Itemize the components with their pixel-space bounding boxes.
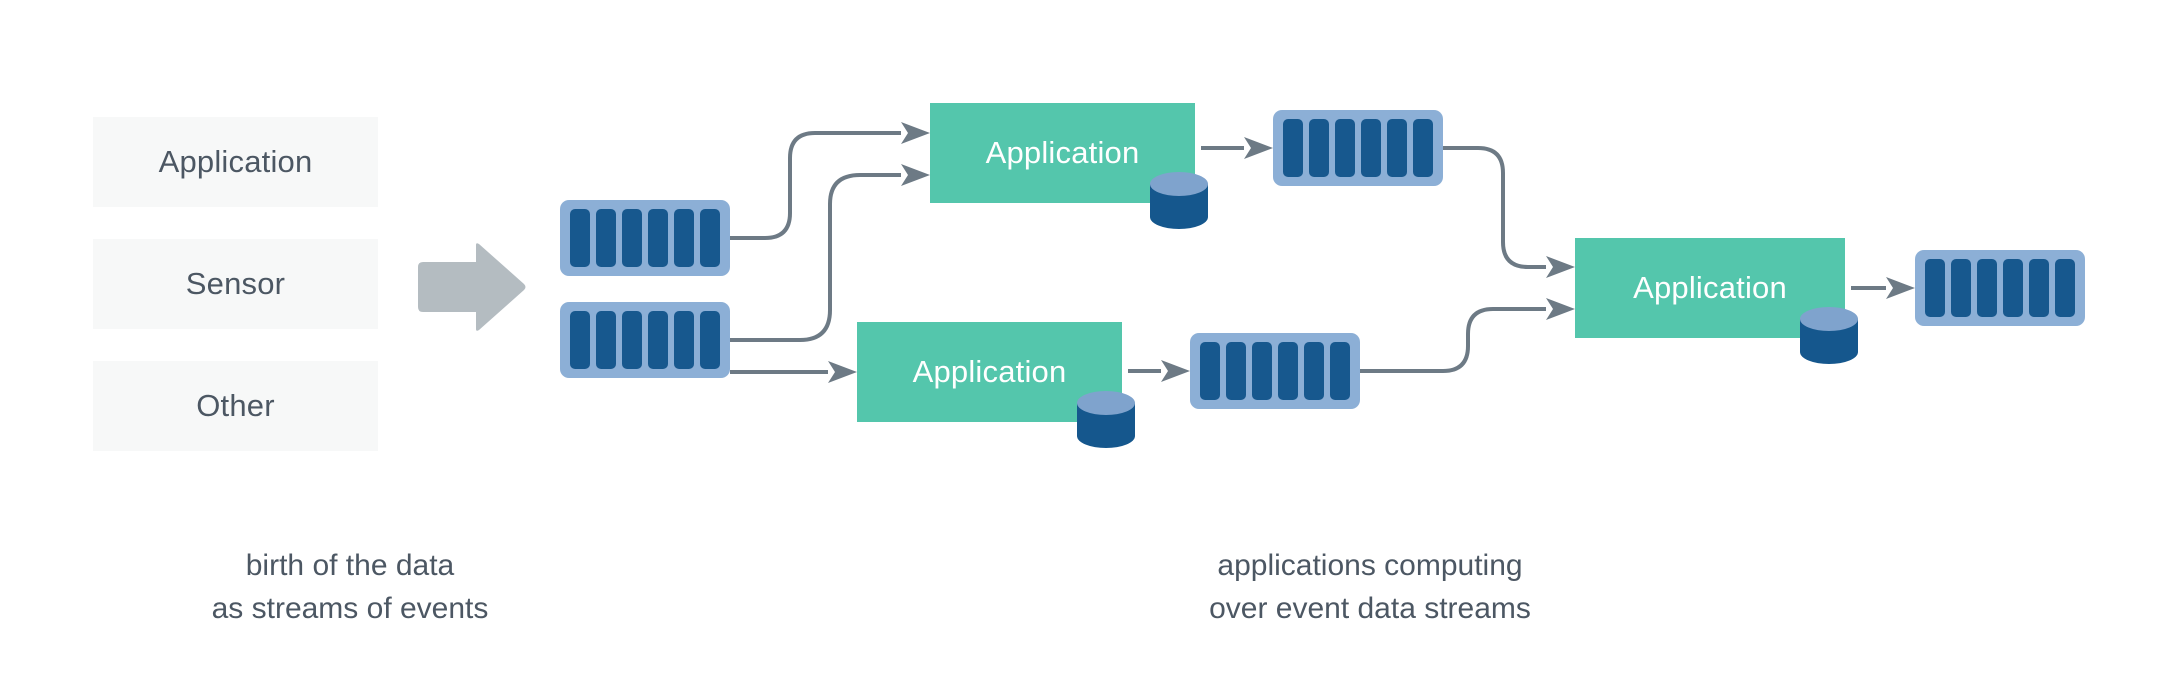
stream-bar: [1361, 119, 1381, 177]
arrowhead-appFinal-to-streamE: [1886, 277, 1915, 299]
stream-bar: [1309, 119, 1329, 177]
arrowhead-streamD-to-appFinal: [1546, 298, 1575, 320]
stream-bar: [2055, 259, 2075, 317]
stream-bar: [674, 311, 694, 369]
source-box-sensor[interactable]: Sensor: [93, 239, 378, 329]
source-box-label: Application: [158, 144, 313, 179]
connector-streamA-to-appTop: [730, 131, 901, 240]
stream-bar: [1977, 259, 1997, 317]
stream-bar: [1304, 342, 1324, 400]
stream-bar: [622, 311, 642, 369]
stream-bar: [1387, 119, 1407, 177]
database-cylinder-icon-bottom: [1077, 391, 1135, 448]
stream-bar: [1925, 259, 1945, 317]
stream-bar: [1226, 342, 1246, 400]
connector-streamC-to-appFinal: [1443, 146, 1546, 269]
application-label: Application: [912, 354, 1067, 389]
stream-bar: [1252, 342, 1272, 400]
stream-bar: [1278, 342, 1298, 400]
stream-bar: [1283, 119, 1303, 177]
stream-bar: [570, 209, 590, 267]
arrowhead-appTop-to-streamC: [1244, 137, 1273, 159]
stream-bar: [700, 209, 720, 267]
stream-bar: [622, 209, 642, 267]
database-cylinder-icon-final: [1800, 307, 1858, 364]
stream-bar: [1200, 342, 1220, 400]
caption-right: applications computing over event data s…: [1209, 549, 1531, 625]
database-cylinder-icon-top: [1150, 172, 1208, 229]
stream-bar: [1330, 342, 1350, 400]
arrowhead-streamC-to-appFinal: [1546, 256, 1575, 278]
caption-left: birth of the data as streams of events: [211, 549, 489, 625]
stream-bar: [2003, 259, 2023, 317]
connector-streamB-to-appTop: [730, 173, 901, 342]
stream-bar: [2029, 259, 2049, 317]
application-label: Application: [1633, 270, 1787, 305]
arrowhead-appBottom-to-streamD: [1161, 360, 1190, 382]
event-stream-icon-ingest-top[interactable]: [560, 200, 730, 276]
arrowhead-streamB-to-appBottom: [828, 361, 857, 383]
source-box-label: Sensor: [185, 266, 286, 301]
connector-streamD-to-appFinal: [1360, 307, 1546, 373]
event-stream-icon-output-top[interactable]: [1273, 110, 1443, 186]
stream-bar: [700, 311, 720, 369]
stream-bar: [1335, 119, 1355, 177]
source-box-label: Other: [196, 388, 275, 423]
application-box-top[interactable]: Application: [930, 103, 1195, 203]
arrowhead-streamA-to-appTop: [901, 122, 930, 144]
arrowhead-streamB-to-appTop: [901, 164, 930, 186]
event-stream-icon-final[interactable]: [1915, 250, 2085, 326]
stream-bar: [1951, 259, 1971, 317]
stream-bar: [648, 209, 668, 267]
event-stream-icon-output-bottom[interactable]: [1190, 333, 1360, 409]
stream-bar: [648, 311, 668, 369]
stream-bar: [1413, 119, 1433, 177]
stream-bar: [674, 209, 694, 267]
source-box-application[interactable]: Application: [93, 117, 378, 207]
stream-bar: [596, 209, 616, 267]
event-stream-icon-ingest-bottom[interactable]: [560, 302, 730, 378]
source-box-other[interactable]: Other: [93, 361, 378, 451]
stream-bar: [570, 311, 590, 369]
stream-bar: [596, 311, 616, 369]
application-label: Application: [985, 135, 1140, 170]
right-arrow-icon: [418, 243, 526, 331]
